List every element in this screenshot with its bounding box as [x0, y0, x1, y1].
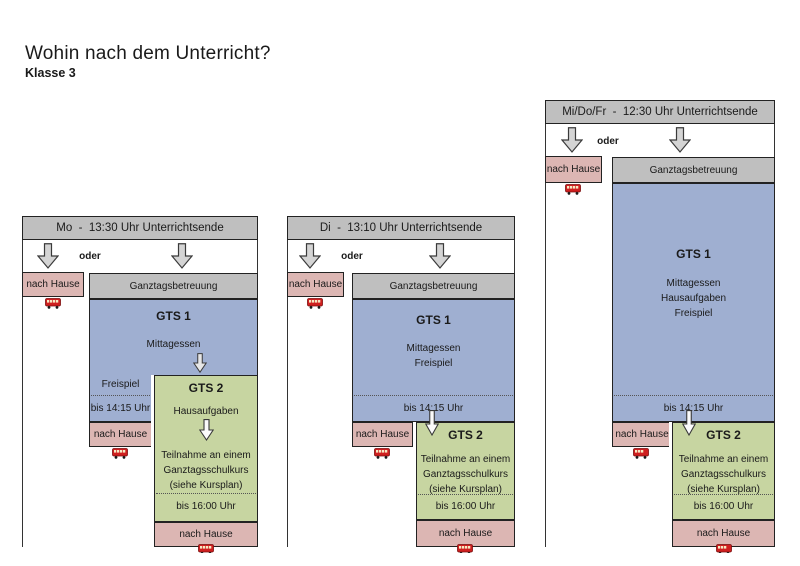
nach-hause-box: nach Hause [545, 156, 602, 183]
oder-label: oder [597, 136, 619, 147]
gts1-line: Hausaufgaben [660, 293, 727, 304]
gts1-title: GTS 1 [156, 309, 191, 323]
gts2-kurs-line: Teilnahme an einem [678, 454, 769, 465]
nach-hause-box: nach Hause [416, 520, 515, 547]
bus-icon [112, 448, 128, 459]
bus-icon [565, 184, 581, 195]
dotted-divider [614, 395, 773, 396]
nach-hause-box: nach Hause [672, 520, 775, 547]
nach-hause-box: nach Hause [352, 422, 413, 447]
gts1-title: GTS 1 [676, 247, 711, 261]
oder-label: oder [79, 251, 101, 262]
dotted-divider [418, 494, 513, 495]
bus-icon [716, 544, 734, 553]
bus-icon [633, 448, 649, 459]
gts2-kurs-line: Teilnahme an einem [161, 450, 251, 461]
gts1-freispiel: Freispiel [101, 379, 140, 390]
dotted-divider [674, 494, 773, 495]
gts1-line: Freispiel [414, 358, 453, 369]
gts1-mittagessen: Mittagessen [146, 339, 201, 350]
gts2-bis-label: bis 16:00 Uhr [176, 501, 236, 512]
arrow-down-icon [682, 410, 696, 436]
gts2-bis-label: bis 16:00 Uhr [693, 501, 754, 512]
nach-hause-box: nach Hause [89, 422, 152, 447]
gts1-bis-label: bis 14:15 Uhr [403, 403, 464, 414]
page-subtitle: Klasse 3 [25, 66, 76, 80]
bus-icon [307, 298, 323, 309]
gts2-box [416, 422, 515, 520]
gts1-bis-label: bis 14:15 Uhr [663, 403, 724, 414]
gts2-title: GTS 2 [188, 381, 224, 395]
arrow-down-icon [425, 410, 439, 436]
arrow-down-icon [171, 243, 193, 269]
bus-icon [45, 298, 61, 309]
dotted-divider [354, 395, 513, 396]
bus-icon [198, 544, 216, 553]
gts2-box [672, 422, 775, 520]
gts2-box [154, 375, 258, 522]
gts2-kurs-line: (siehe Kursplan) [687, 484, 760, 495]
gts1-bis-label: bis 14:15 Uhr [90, 403, 151, 414]
gts2-kurs-line: Ganztagsschulkurs [422, 469, 509, 480]
arrow-down-icon [429, 243, 451, 269]
arrow-down-icon [199, 419, 214, 441]
dotted-divider [156, 493, 256, 494]
nach-hause-box: nach Hause [612, 422, 672, 447]
gts1-box [352, 299, 515, 422]
gts2-kurs-line: Ganztagsschulkurs [680, 469, 767, 480]
arrow-down-icon [193, 353, 207, 373]
gts2-kurs-line: (siehe Kursplan) [169, 480, 243, 491]
ganztagsbetreuung-bar: Ganztagsbetreuung [612, 157, 775, 183]
gts2-title: GTS 2 [706, 428, 741, 442]
gts2-title: GTS 2 [448, 428, 483, 442]
column-midofr-header: Mi/Do/Fr - 12:30 Uhr Unterrichtsende [545, 100, 775, 124]
nach-hause-box: nach Hause [287, 272, 344, 297]
gts1-title: GTS 1 [416, 313, 451, 327]
ganztagsbetreuung-bar: Ganztagsbetreuung [352, 273, 515, 299]
arrow-down-icon [37, 243, 59, 269]
column-di-header: Di - 13:10 Uhr Unterrichtsende [287, 216, 515, 240]
gts2-kurs-line: Teilnahme an einem [420, 454, 511, 465]
nach-hause-box: nach Hause [22, 272, 84, 297]
gts1-box [612, 183, 775, 422]
gts1-line: Mittagessen [406, 343, 461, 354]
page-title: Wohin nach dem Unterricht? [25, 43, 271, 64]
arrow-down-icon [561, 127, 583, 153]
gts2-kurs-line: (siehe Kursplan) [429, 484, 502, 495]
dotted-divider [91, 395, 150, 396]
oder-label: oder [341, 251, 363, 262]
arrow-down-icon [669, 127, 691, 153]
bus-icon [374, 448, 390, 459]
gts1-line: Freispiel [674, 308, 713, 319]
column-mo-header: Mo - 13:30 Uhr Unterrichtsende [22, 216, 258, 240]
gts2-hausaufgaben: Hausaufgaben [173, 406, 239, 417]
ganztagsbetreuung-bar: Ganztagsbetreuung [89, 273, 258, 299]
gts1-line: Mittagessen [666, 278, 721, 289]
arrow-down-icon [299, 243, 321, 269]
bus-icon [457, 544, 475, 553]
gts2-kurs-line: Ganztagsschulkurs [163, 465, 249, 476]
gts2-bis-label: bis 16:00 Uhr [435, 501, 496, 512]
nach-hause-box: nach Hause [154, 522, 258, 547]
